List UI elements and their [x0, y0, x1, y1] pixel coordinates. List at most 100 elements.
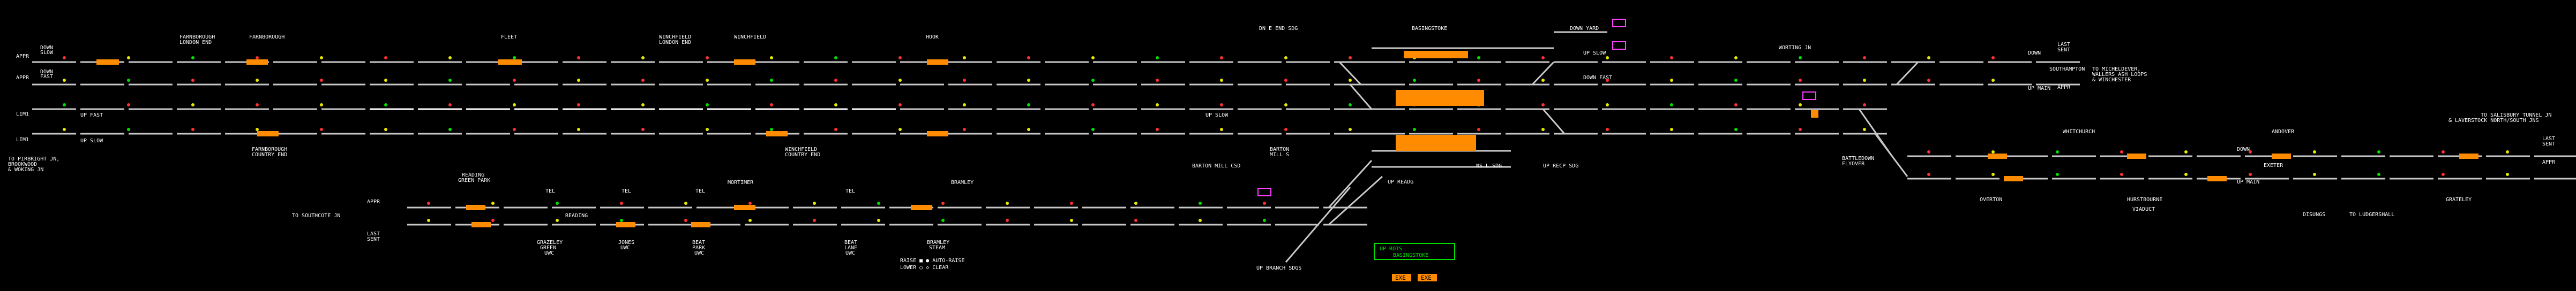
- signal-aspect[interactable]: [2442, 173, 2445, 176]
- signal-aspect[interactable]: [748, 219, 752, 222]
- signal-aspect[interactable]: [448, 128, 452, 131]
- signal-aspect[interactable]: [1134, 219, 1137, 222]
- signal-aspect[interactable]: [898, 79, 902, 82]
- signal-aspect[interactable]: [448, 103, 452, 106]
- signal-aspect[interactable]: [877, 219, 880, 222]
- signal-aspect[interactable]: [256, 128, 259, 131]
- signal-aspect[interactable]: [1006, 219, 1009, 222]
- signal-aspect[interactable]: [706, 56, 709, 59]
- signal-aspect[interactable]: [963, 103, 966, 106]
- signal-aspect[interactable]: [1091, 79, 1095, 82]
- signal-aspect[interactable]: [1863, 56, 1866, 59]
- signal-aspect[interactable]: [641, 79, 645, 82]
- signal-aspect[interactable]: [1220, 79, 1223, 82]
- signal-aspect[interactable]: [127, 79, 130, 82]
- signal-aspect[interactable]: [1799, 128, 1802, 131]
- signal-aspect[interactable]: [706, 128, 709, 131]
- signal-aspect[interactable]: [1991, 173, 1995, 176]
- signal-aspect[interactable]: [1927, 173, 1930, 176]
- signal-aspect[interactable]: [2184, 173, 2188, 176]
- signal-aspect[interactable]: [577, 103, 580, 106]
- signal-aspect[interactable]: [448, 79, 452, 82]
- signal-aspect[interactable]: [684, 202, 687, 205]
- signal-aspect[interactable]: [684, 219, 687, 222]
- signal-aspect[interactable]: [770, 128, 773, 131]
- signal-aspect[interactable]: [641, 103, 645, 106]
- signal-aspect[interactable]: [256, 56, 259, 59]
- signal-aspect[interactable]: [1027, 128, 1030, 131]
- signal-aspect[interactable]: [963, 79, 966, 82]
- signal-aspect[interactable]: [577, 79, 580, 82]
- signal-aspect[interactable]: [1670, 79, 1673, 82]
- signal-aspect[interactable]: [1220, 56, 1223, 59]
- signal-aspect[interactable]: [63, 103, 66, 106]
- signal-aspect[interactable]: [427, 219, 430, 222]
- signal-aspect[interactable]: [1927, 79, 1930, 82]
- signal-aspect[interactable]: [63, 128, 66, 131]
- signal-aspect[interactable]: [577, 128, 580, 131]
- signal-aspect[interactable]: [1541, 128, 1545, 131]
- signal-aspect[interactable]: [384, 79, 387, 82]
- signal-aspect[interactable]: [1734, 103, 1738, 106]
- signal-aspect[interactable]: [1477, 128, 1480, 131]
- signal-aspect[interactable]: [1477, 56, 1480, 59]
- signal-aspect[interactable]: [706, 79, 709, 82]
- signal-aspect[interactable]: [2506, 150, 2509, 154]
- signal-aspect[interactable]: [834, 103, 837, 106]
- signal-aspect[interactable]: [320, 79, 323, 82]
- signal-aspect[interactable]: [620, 219, 623, 222]
- signal-aspect[interactable]: [813, 202, 816, 205]
- signal-aspect[interactable]: [1006, 202, 1009, 205]
- signal-aspect[interactable]: [748, 202, 752, 205]
- signal-aspect[interactable]: [1220, 128, 1223, 131]
- signal-aspect[interactable]: [491, 219, 495, 222]
- signal-aspect[interactable]: [1734, 56, 1738, 59]
- signal-aspect[interactable]: [1606, 79, 1609, 82]
- signal-aspect[interactable]: [1541, 56, 1545, 59]
- signal-aspect[interactable]: [1734, 128, 1738, 131]
- signal-aspect[interactable]: [1349, 128, 1352, 131]
- signal-aspect[interactable]: [1220, 103, 1223, 106]
- signal-aspect[interactable]: [127, 103, 130, 106]
- signal-aspect[interactable]: [2313, 150, 2316, 154]
- signal-aspect[interactable]: [1799, 79, 1802, 82]
- signal-aspect[interactable]: [1070, 202, 1073, 205]
- signal-aspect[interactable]: [1156, 103, 1159, 106]
- signal-aspect[interactable]: [1091, 128, 1095, 131]
- signal-aspect[interactable]: [1263, 219, 1266, 222]
- signal-aspect[interactable]: [1284, 79, 1287, 82]
- signal-aspect[interactable]: [577, 56, 580, 59]
- signal-aspect[interactable]: [2056, 173, 2059, 176]
- signal-aspect[interactable]: [834, 128, 837, 131]
- signal-aspect[interactable]: [2377, 150, 2380, 154]
- signal-aspect[interactable]: [427, 202, 430, 205]
- signal-aspect[interactable]: [1156, 56, 1159, 59]
- signal-aspect[interactable]: [256, 103, 259, 106]
- signal-aspect[interactable]: [1413, 79, 1416, 82]
- signal-aspect[interactable]: [834, 56, 837, 59]
- signal-aspect[interactable]: [1284, 103, 1287, 106]
- signal-aspect[interactable]: [1670, 128, 1673, 131]
- signal-aspect[interactable]: [1863, 103, 1866, 106]
- signal-aspect[interactable]: [1349, 79, 1352, 82]
- signal-aspect[interactable]: [1091, 56, 1095, 59]
- signal-aspect[interactable]: [127, 56, 130, 59]
- signal-aspect[interactable]: [556, 219, 559, 222]
- signal-aspect[interactable]: [1799, 56, 1802, 59]
- signal-aspect[interactable]: [1070, 219, 1073, 222]
- signal-aspect[interactable]: [1156, 79, 1159, 82]
- signal-aspect[interactable]: [941, 219, 945, 222]
- signal-aspect[interactable]: [1263, 202, 1266, 205]
- signal-aspect[interactable]: [384, 103, 387, 106]
- signal-aspect[interactable]: [770, 103, 773, 106]
- signal-aspect[interactable]: [963, 128, 966, 131]
- signal-aspect[interactable]: [1799, 103, 1802, 106]
- signal-aspect[interactable]: [1670, 56, 1673, 59]
- signal-aspect[interactable]: [1991, 79, 1995, 82]
- signal-aspect[interactable]: [1134, 202, 1137, 205]
- signal-aspect[interactable]: [191, 103, 194, 106]
- signal-aspect[interactable]: [1027, 56, 1030, 59]
- signal-aspect[interactable]: [556, 202, 559, 205]
- signal-aspect[interactable]: [1734, 79, 1738, 82]
- signal-aspect[interactable]: [1284, 128, 1287, 131]
